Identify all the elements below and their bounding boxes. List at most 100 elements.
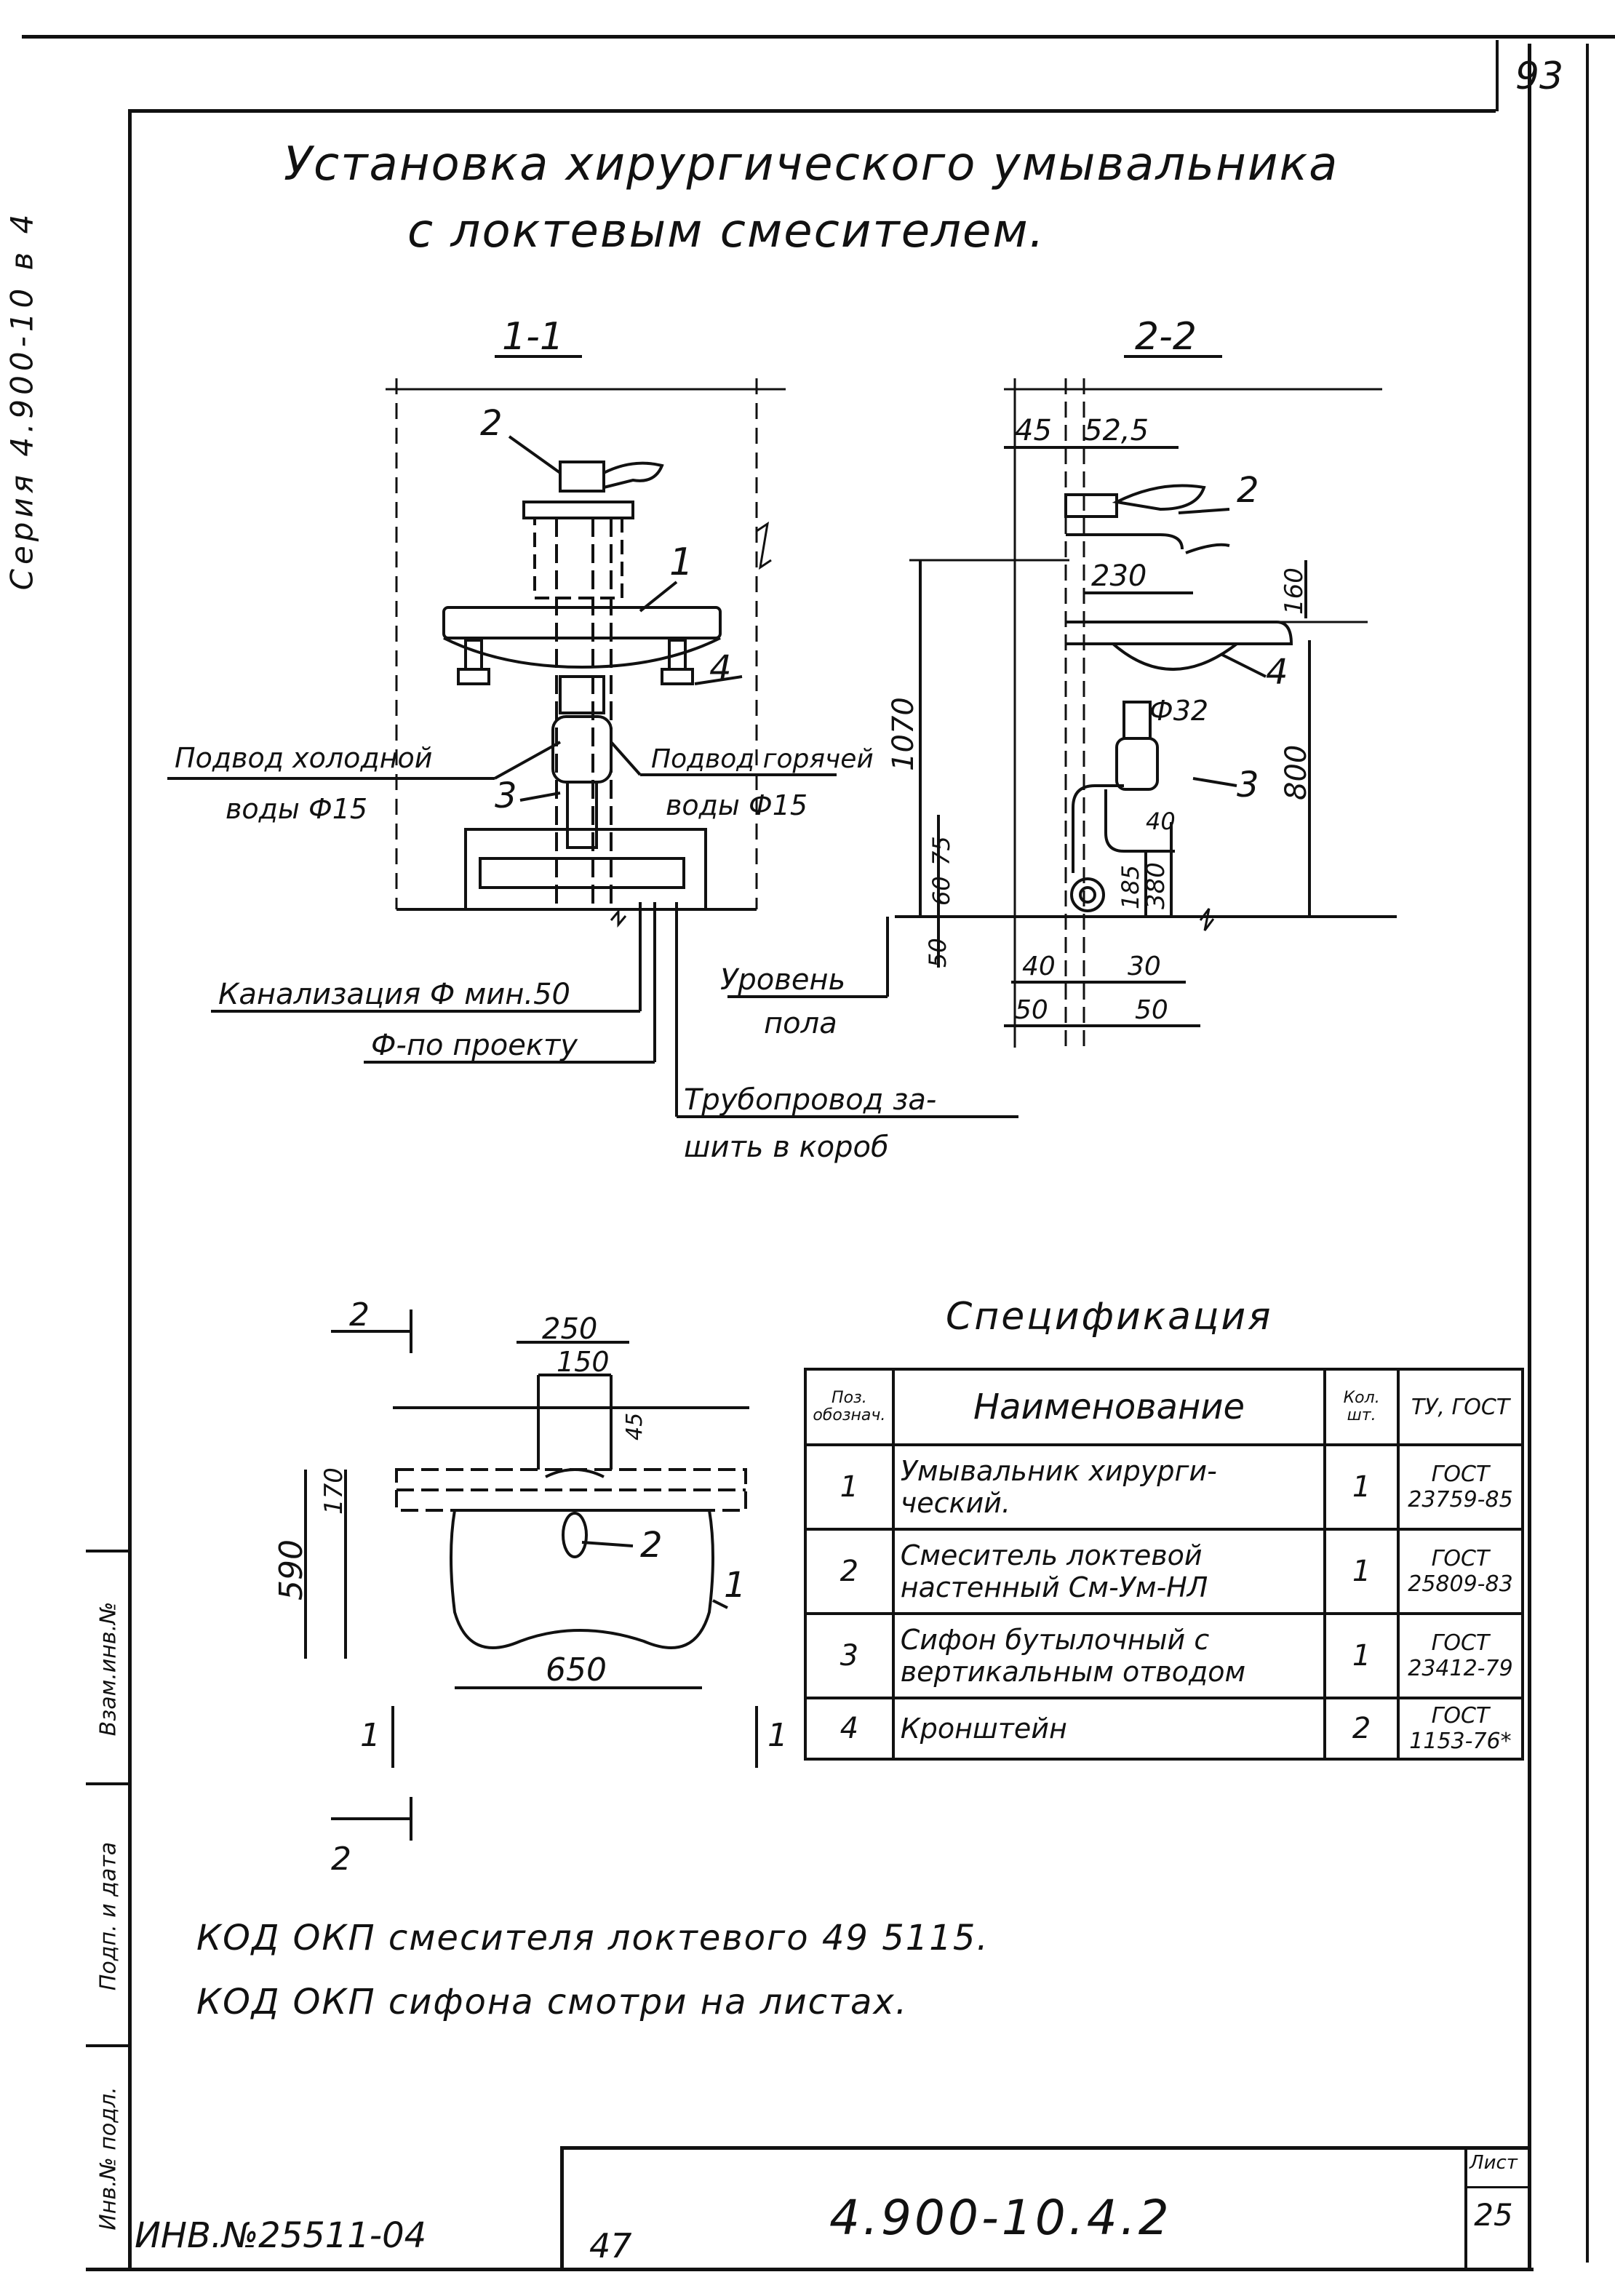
spec-row: 2 Смеситель локтевой настенный См-Ум-НЛ … [804,1528,1525,1615]
side-label-replace-inv: Взам.инв.№ [95,1601,121,1737]
s22-leader-2: 2 [1237,470,1259,511]
dim-52-5: 52,5 [1084,414,1149,447]
frame-inner-top [128,109,1496,113]
drawing-title: Установка хирургического умывальника с л… [284,131,1339,265]
spec-cell-gost: ГОСТ 1153-76* [1396,1697,1525,1761]
spec-cell-pos: 4 [804,1697,895,1761]
frame-left-border [128,111,132,2268]
notes: КОД ОКП смесителя локтевого 49 5115. КОД… [196,1906,989,2034]
spec-cell-name: Сифон бутылочный с вертикальным отводом [891,1612,1327,1699]
cold-water-line2: воды Ф15 [226,793,367,825]
hot-water-line2: воды Ф15 [666,789,808,821]
spec-title: Спецификация [946,1295,1273,1339]
dim-50-vertical: 50 [924,938,952,968]
dim-1070: 1070 [887,697,920,771]
spec-header-gost: ТУ, ГОСТ [1396,1368,1525,1446]
title-line-2: с локтевым смесителем. [407,204,1045,258]
plan-view: 2 250 150 45 2 1 170 590 [273,1296,788,1878]
spec-header-qty: Кол. шт. [1323,1368,1400,1446]
spec-cell-name: Умывальник хирурги-ческий. [891,1443,1327,1531]
title-line-1: Установка хирургического умывальника [284,137,1339,191]
spec-cell-qty: 1 [1323,1528,1400,1615]
spec-cell-pos: 1 [804,1443,895,1531]
dim-30: 30 [1128,952,1161,981]
bottom-rule [86,2268,1534,2271]
side-stamp-strip: Взам.инв.№ Подп. и дата Инв.№ подл. [86,1550,131,2284]
section-2-2-label: 2-2 [1135,315,1197,359]
plan-cut-1-left: 1 [360,1717,380,1754]
plan-leader-2: 2 [640,1525,663,1566]
spec-header-row: Поз. обознач. Наименование Кол. шт. ТУ, … [804,1368,1525,1446]
dim-50a: 50 [1015,995,1048,1025]
plan-leader-1: 1 [724,1565,746,1606]
plan-dim-590: 590 [273,1539,310,1601]
side-label-inv-original: Инв.№ подл. [95,2086,121,2231]
dim-50b: 50 [1135,995,1168,1025]
spec-row: 1 Умывальник хирурги-ческий. 1 ГОСТ 2375… [804,1443,1525,1531]
frame-right-border [1528,44,1531,2270]
dim-230: 230 [1091,559,1147,593]
sheet-cell-left [1464,2146,1467,2270]
spec-header-pos: Поз. обознач. [804,1368,895,1446]
spec-cell-qty: 1 [1323,1612,1400,1699]
side-cell-replace-inv: Взам.инв.№ [86,1550,131,1785]
spec-row: 3 Сифон бутылочный с вертикальным отводо… [804,1612,1525,1699]
s11-leader-2: 2 [480,403,503,444]
section-1-1-view: 1-1 [167,315,1018,1164]
spec-cell-qty: 1 [1323,1443,1400,1531]
plan-dim-170: 170 [319,1467,348,1515]
floor-level-line2: пола [764,1007,837,1040]
spec-row: 4 Кронштейн 2 ГОСТ 1153-76* [804,1697,1525,1761]
s11-leader-1: 1 [669,541,693,584]
section-2-2-view: 2-2 45 52,5 2 230 160 [720,315,1397,1048]
sheet-label: Лист [1470,2152,1518,2174]
dim-185: 185 [1117,865,1144,909]
plan-dim-250: 250 [542,1312,597,1346]
inventory-number: ИНВ.№25511-04 [135,2215,427,2256]
spec-header-name: Наименование [891,1368,1327,1446]
top-rule [22,35,1615,39]
document-code: 4.900-10.4.2 [829,2190,1172,2246]
plan-cut-1-right: 1 [767,1717,788,1754]
floor-level-line1: Уровень [720,963,845,997]
side-cell-inv-original: Инв.№ подл. [86,2044,131,2269]
hot-water-line1: Подвод горячей [651,744,874,774]
plan-cut-2-top: 2 [349,1296,370,1334]
spec-cell-gost: ГОСТ 25809-83 [1396,1528,1525,1615]
spec-cell-name: Кронштейн [891,1697,1327,1761]
note-line: КОД ОКП сифона смотри на листах. [196,1982,909,2022]
dim-800: 800 [1280,745,1313,800]
dim-160: 160 [1280,567,1309,615]
page-number: 93 [1515,55,1564,98]
dim-d32: Ф32 [1149,695,1208,727]
dim-45: 45 [1015,414,1052,447]
dim-75: 75 [928,836,955,866]
title-block-top [560,2146,1531,2150]
plan-dim-650: 650 [546,1651,607,1689]
spec-cell-pos: 3 [804,1612,895,1699]
section-1-1-label: 1-1 [502,315,564,359]
by-project-label: Ф-по проекту [371,1029,578,1062]
title-block-left [560,2146,564,2270]
plan-dim-45: 45 [622,1413,647,1440]
plan-dim-150: 150 [557,1346,610,1378]
corner-box-left [1496,40,1499,111]
frame-right-outer [1586,44,1589,2263]
sheet-cell-mid [1464,2186,1531,2188]
spec-cell-pos: 2 [804,1528,895,1615]
spec-table: Поз. обознач. Наименование Кол. шт. ТУ, … [804,1368,1525,1761]
side-label-sign-date: Подп. и дата [95,1841,121,1991]
cold-water-line1: Подвод холодной [175,742,432,774]
dim-40b: 40 [1022,952,1056,981]
spec-cell-gost: ГОСТ 23412-79 [1396,1612,1525,1699]
sewer-label: Канализация Ф мин.50 [218,978,570,1011]
footer-number: 47 [589,2226,632,2265]
spec-cell-qty: 2 [1323,1697,1400,1761]
s22-leader-3: 3 [1237,765,1259,805]
s22-leader-4: 4 [1266,652,1288,693]
s11-leader-3: 3 [495,776,517,816]
plan-cut-2-bottom: 2 [331,1841,351,1878]
spec-cell-name: Смеситель локтевой настенный См-Ум-НЛ [891,1528,1327,1615]
pipe-box-line2: шить в короб [684,1131,889,1164]
